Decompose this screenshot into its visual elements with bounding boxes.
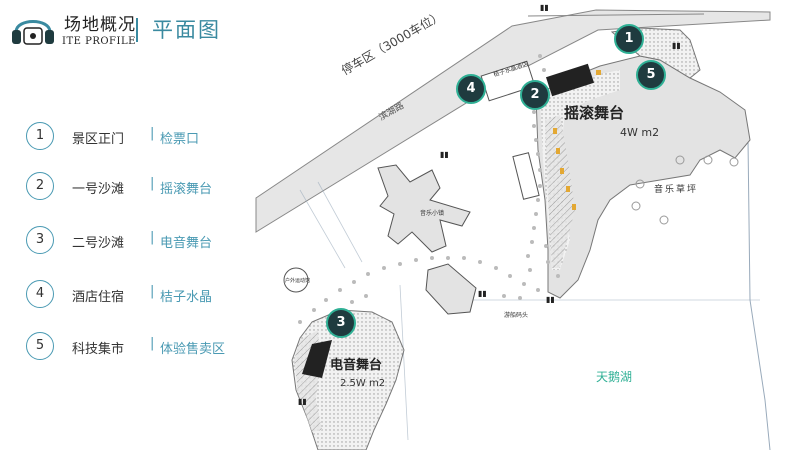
edm-stage-block xyxy=(302,340,332,378)
lake-edge-right xyxy=(747,139,771,450)
side-building xyxy=(512,152,540,200)
brand-title: 场地概况 xyxy=(64,15,136,35)
edm-stage-label: 电音舞台 xyxy=(330,358,383,373)
legend-item: 1 景区正门 | 检票口 xyxy=(26,122,266,152)
lake-label: 天鹅湖 xyxy=(596,370,633,384)
legend-separator: | xyxy=(150,230,155,245)
map-pin-3[interactable]: 3 xyxy=(326,308,356,338)
map-pin-5[interactable]: 5 xyxy=(636,60,666,90)
island-label: 音乐小镇 xyxy=(420,210,445,217)
legend-feature: 桔子水晶 xyxy=(160,290,213,305)
legend-feature: 电音舞台 xyxy=(160,236,213,251)
brand-subtitle: ITE PROFILE xyxy=(62,36,136,47)
legend-number: 5 xyxy=(26,332,54,360)
map-pin-2[interactable]: 2 xyxy=(520,80,550,110)
legend-place: 酒店住宿 xyxy=(72,290,125,305)
outdoor-hall-label: 户外运动馆 xyxy=(285,278,311,284)
svg-text:▮▮: ▮▮ xyxy=(546,295,555,304)
legend-number: 3 xyxy=(26,226,54,254)
lake-shoreline xyxy=(299,181,760,441)
header: 场地概况 ITE PROFILE 平面图 xyxy=(8,6,308,52)
music-lawn-trees xyxy=(631,155,739,225)
title-divider xyxy=(136,18,138,42)
svg-text:▮▮: ▮▮ xyxy=(478,289,487,298)
rock-stage-hatch xyxy=(545,115,575,268)
legend-place: 二号沙滩 xyxy=(72,236,125,251)
legend-feature: 检票口 xyxy=(160,132,200,147)
map-pin-4[interactable]: 4 xyxy=(456,74,486,104)
legend-separator: | xyxy=(150,176,155,191)
legend-number: 2 xyxy=(26,172,54,200)
legend-item: 4 酒店住宿 | 桔子水晶 xyxy=(26,280,266,310)
rock-stage-block xyxy=(545,63,595,97)
svg-text:▮▮: ▮▮ xyxy=(540,3,549,12)
facility-icons: ▮▮ ▮▮ ▮▮ ▮▮ ▮▮ ▮▮ xyxy=(298,3,681,406)
outdoor-hall xyxy=(283,267,309,293)
page-title: 平面图 xyxy=(152,18,221,42)
svg-text:▮▮: ▮▮ xyxy=(298,397,307,406)
legend-place: 一号沙滩 xyxy=(72,182,125,197)
legend-separator: | xyxy=(150,284,155,299)
main-road xyxy=(255,9,771,233)
legend-separator: | xyxy=(150,336,155,351)
headphones-logo-icon xyxy=(12,20,54,45)
map-pin-1[interactable]: 1 xyxy=(614,24,644,54)
legend-number: 4 xyxy=(26,280,54,308)
svg-text:▮▮: ▮▮ xyxy=(440,150,449,159)
music-town-island xyxy=(377,164,471,253)
legend-feature: 体验售卖区 xyxy=(160,342,226,357)
legend-item: 3 二号沙滩 | 电音舞台 xyxy=(26,226,266,256)
legend-item: 2 一号沙滩 | 摇滚舞台 xyxy=(26,172,266,202)
legend-item: 5 科技集市 | 体验售卖区 xyxy=(26,332,266,362)
rock-stage-label: 摇滚舞台 xyxy=(564,104,625,122)
legend-number: 1 xyxy=(26,122,54,150)
edm-area-label: 2.5W m2 xyxy=(340,378,386,389)
legend-place: 景区正门 xyxy=(72,132,125,147)
legend-place: 科技集市 xyxy=(72,342,125,357)
dock-label: 游船码头 xyxy=(504,312,529,319)
walking-path xyxy=(298,54,560,324)
legend-separator: | xyxy=(150,126,155,141)
music-lawn-label: 音乐草坪 xyxy=(654,185,699,195)
svg-text:▮▮: ▮▮ xyxy=(672,41,681,50)
rock-stage-markers xyxy=(553,70,601,210)
dock-island xyxy=(425,263,477,315)
legend-feature: 摇滚舞台 xyxy=(160,182,213,197)
rock-area-label: 4W m2 xyxy=(620,126,660,139)
